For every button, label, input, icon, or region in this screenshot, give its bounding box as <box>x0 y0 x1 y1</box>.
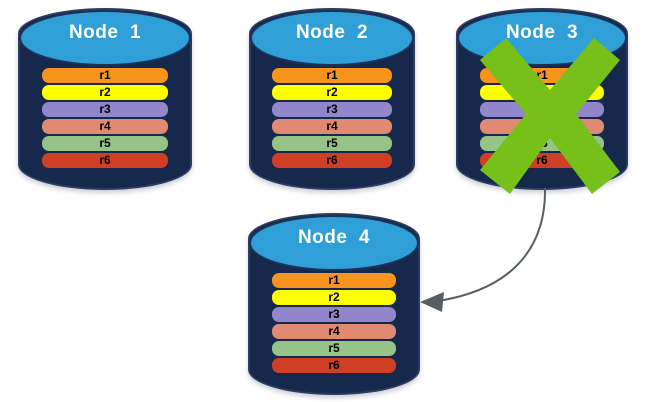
node-2-label: Node 2 <box>295 22 369 43</box>
node-2-row-r2: r2 <box>272 85 392 100</box>
node-3-row-r4: r4 <box>480 119 604 134</box>
node-2-row-r6: r6 <box>272 153 392 168</box>
node-1-row-r4: r4 <box>42 119 168 134</box>
node-4-row-r1: r1 <box>272 273 396 288</box>
node-2-cylinder-top <box>250 10 414 66</box>
node-1[interactable]: Node 1 r1 r2 r3 r4 r5 r6 <box>18 8 192 190</box>
node-3-row-r6: r6 <box>480 153 604 168</box>
node-1-cylinder-top <box>19 10 191 66</box>
node-2-row-r3: r3 <box>272 102 392 117</box>
node-1-row-r5: r5 <box>42 136 168 151</box>
node-2-rows: r1 r2 r3 r4 r5 r6 <box>249 68 415 168</box>
node-1-row-r1: r1 <box>42 68 168 83</box>
node-1-row-r2: r2 <box>42 85 168 100</box>
node-1-rows: r1 r2 r3 r4 r5 r6 <box>18 68 192 168</box>
replication-arrow-head-icon <box>420 292 444 312</box>
node-3-row-r1: r1 <box>480 68 604 83</box>
node-4-row-r5: r5 <box>272 341 396 356</box>
node-2-row-r4: r4 <box>272 119 392 134</box>
node-4-row-r3: r3 <box>272 307 396 322</box>
node-1-row-r6: r6 <box>42 153 168 168</box>
node-3[interactable]: Node 3 r1 r2 r3 r4 r5 r6 <box>456 8 628 190</box>
node-1-row-r3: r3 <box>42 102 168 117</box>
node-4-row-r4: r4 <box>272 324 396 339</box>
node-4-row-r2: r2 <box>272 290 396 305</box>
node-2-row-r5: r5 <box>272 136 392 151</box>
node-1-label: Node 1 <box>68 22 142 43</box>
node-3-row-r2: r2 <box>480 85 604 100</box>
node-4[interactable]: Node 4 r1 r2 r3 r4 r5 r6 <box>248 213 420 395</box>
node-4-rows: r1 r2 r3 r4 r5 r6 <box>248 273 420 373</box>
node-2-row-r1: r1 <box>272 68 392 83</box>
node-4-label: Node 4 <box>297 227 371 248</box>
replication-arrow-path <box>437 187 547 302</box>
node-3-rows: r1 r2 r3 r4 r5 r6 <box>456 68 628 168</box>
node-4-row-r6: r6 <box>272 358 396 373</box>
node-3-row-r3: r3 <box>480 102 604 117</box>
node-2[interactable]: Node 2 r1 r2 r3 r4 r5 r6 <box>249 8 415 190</box>
node-3-row-r5: r5 <box>480 136 604 151</box>
node-4-cylinder-top <box>249 215 419 271</box>
node-3-label: Node 3 <box>505 22 579 43</box>
